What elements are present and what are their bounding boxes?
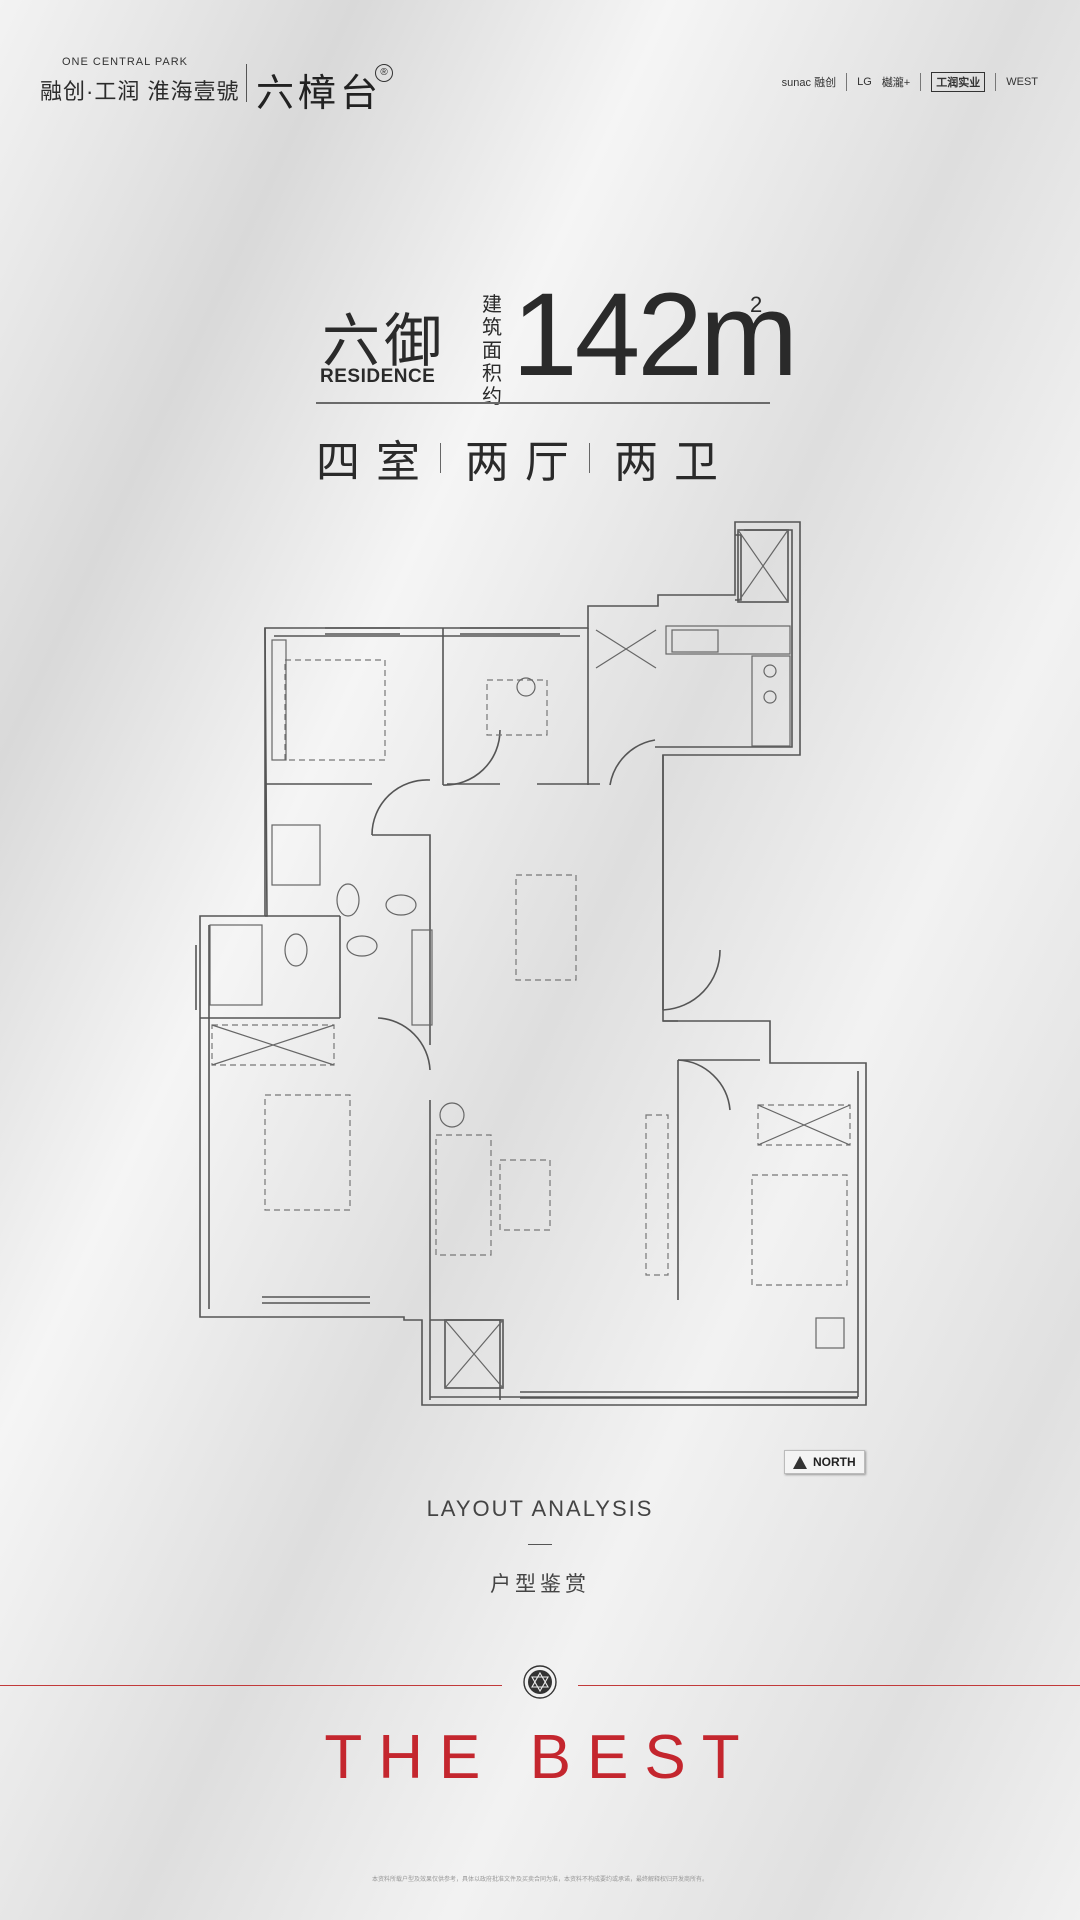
bed xyxy=(284,659,386,761)
room-divider xyxy=(589,443,590,473)
shower xyxy=(209,924,263,1006)
logo-divider xyxy=(995,73,997,91)
outer-wall-inner xyxy=(208,529,859,1398)
title-divider xyxy=(316,402,770,404)
door-swing xyxy=(371,729,731,1111)
washbasin xyxy=(385,894,417,916)
wardrobe xyxy=(757,1104,851,1146)
project-title: 六樟台 xyxy=(256,73,383,115)
wardrobe-cabinet xyxy=(271,639,287,761)
balcony-storage xyxy=(444,1319,504,1389)
bed xyxy=(751,1174,848,1286)
project-english-name: ONE CENTRAL PARK xyxy=(62,56,189,68)
red-rule-right xyxy=(578,1685,1080,1686)
chair xyxy=(516,677,536,697)
logo-divider xyxy=(846,73,848,91)
shower xyxy=(271,824,321,886)
toilet xyxy=(336,883,360,917)
area-value: 142m xyxy=(512,269,798,401)
room-divider xyxy=(440,443,441,473)
gongrun-logo: 工润实业 xyxy=(931,72,986,92)
residence-name: 六御 xyxy=(322,309,447,374)
kitchen-counter xyxy=(665,625,791,655)
kitchen-sink xyxy=(671,629,719,653)
project-chinese-name: 融创·工润 淮海壹號 xyxy=(40,79,240,104)
outer-wall xyxy=(199,521,867,1406)
bedroom-count: 四室 xyxy=(316,438,436,487)
bed xyxy=(264,1094,351,1211)
west-logo: WEST xyxy=(1006,76,1038,88)
partner-logos: sunac 融创 LG 樾瀧+ 工润实业 WEST xyxy=(782,72,1038,92)
balcony-storage xyxy=(737,529,789,603)
lg-logo: LG xyxy=(857,76,872,88)
wardrobe xyxy=(211,1024,335,1066)
north-label: NORTH xyxy=(813,1455,856,1469)
dining-table xyxy=(515,874,577,981)
residence-english: RESIDENCE xyxy=(320,366,436,387)
logo-divider xyxy=(920,73,922,91)
kitchen-counter xyxy=(751,655,791,747)
interior-wall xyxy=(200,628,760,1400)
bathroom-count: 两卫 xyxy=(614,438,734,487)
area-unit-superscript: 2 xyxy=(750,292,763,317)
red-rule-left xyxy=(0,1685,502,1686)
legal-disclaimer: 本资料所载户型及效果仅供参考，具体以政府批准文件及买卖合同为准，本资料不构成要约… xyxy=(371,1877,708,1883)
tv-cabinet xyxy=(645,1114,669,1276)
yuelong-logo: 樾瀧+ xyxy=(881,77,911,89)
coffee-table xyxy=(499,1159,551,1231)
washer xyxy=(815,1317,845,1349)
stove-burner xyxy=(763,664,777,678)
section-title-chinese: 户型鉴赏 xyxy=(490,1573,590,1596)
area-label: 建筑面积约 xyxy=(482,294,502,408)
lamp xyxy=(439,1102,465,1128)
stove-burner xyxy=(763,690,777,704)
desk xyxy=(486,679,548,736)
registered-mark-icon: ® xyxy=(375,64,393,82)
section-divider xyxy=(528,1544,552,1545)
north-compass: NORTH xyxy=(784,1450,865,1474)
header-divider xyxy=(246,64,247,102)
sunac-logo: sunac 融创 xyxy=(781,77,837,89)
cabinet-cross xyxy=(211,529,851,1389)
bath-cabinet xyxy=(411,929,433,1026)
sofa xyxy=(435,1134,492,1256)
hall-count: 两厅 xyxy=(465,438,585,487)
section-title-english: LAYOUT ANALYSIS xyxy=(426,1496,654,1521)
toilet xyxy=(284,933,308,967)
window xyxy=(195,534,858,1399)
room-summary: 四室 两厅 两卫 xyxy=(316,426,734,490)
north-arrow-icon xyxy=(793,1455,807,1469)
washbasin xyxy=(346,935,378,957)
tagline: THE BEST xyxy=(324,1723,756,1792)
brand-emblem-icon xyxy=(523,1665,557,1699)
